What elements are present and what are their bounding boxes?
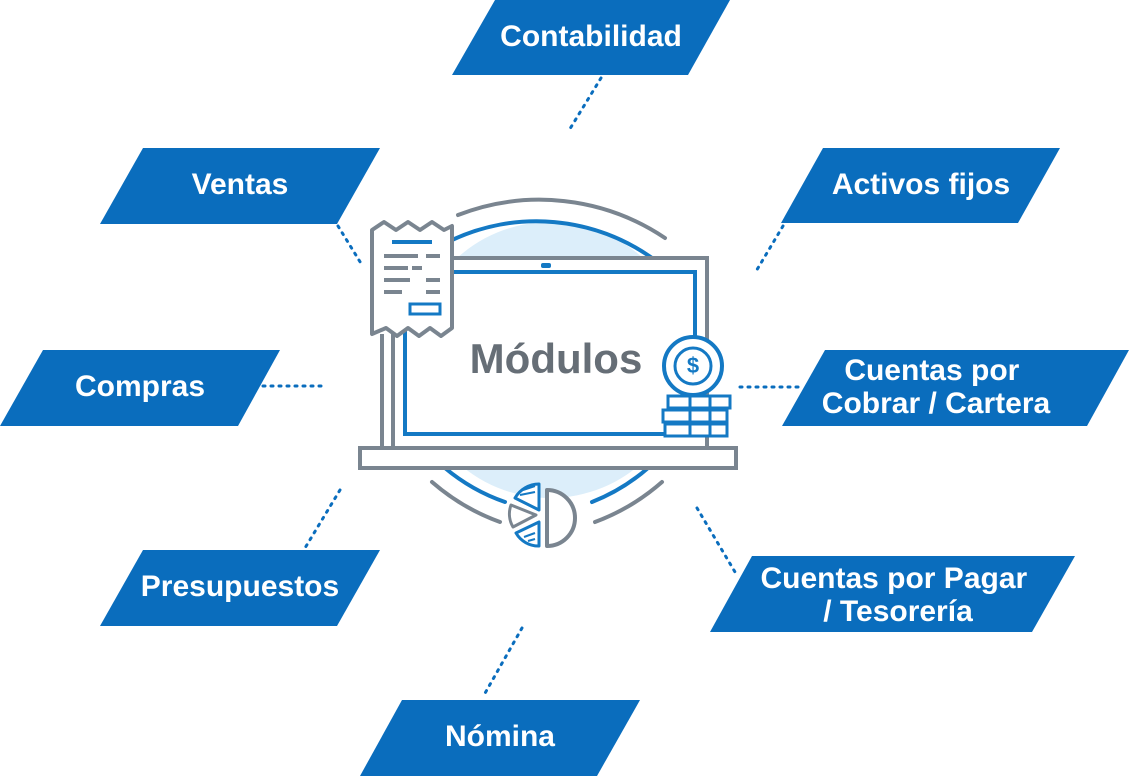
center-title: Módulos	[470, 335, 643, 382]
bottom-gray-arc-left	[430, 480, 502, 524]
connector-presupuestos	[303, 488, 342, 550]
bottom-blue-arc-right	[590, 466, 650, 504]
module-presupuestos-label: Presupuestos	[141, 570, 339, 603]
module-cuentas-por-pagar-label: Cuentas por Pagar / Tesorería	[760, 562, 1035, 628]
pie-chart-icon	[507, 482, 577, 548]
module-cuentas-por-cobrar-label: Cuentas por Cobrar / Cartera	[822, 354, 1051, 420]
laptop-base	[358, 446, 738, 470]
connector-contabilidad	[566, 76, 603, 134]
bottom-blue-arc-left	[443, 466, 507, 504]
module-cuentas-por-pagar[interactable]: Cuentas por Pagar / Tesorería	[710, 556, 1075, 632]
module-presupuestos[interactable]: Presupuestos	[100, 550, 380, 626]
top-blue-arc	[450, 219, 654, 260]
module-ventas[interactable]: Ventas	[100, 148, 380, 224]
laptop-camera	[541, 263, 551, 268]
connector-ventas	[336, 224, 364, 267]
connector-activos	[753, 224, 785, 275]
receipt-icon	[370, 220, 454, 448]
bottom-gray-arc-right	[593, 480, 664, 524]
module-contabilidad-label: Contabilidad	[500, 20, 682, 53]
module-activos-fijos[interactable]: Activos fijos	[781, 148, 1060, 223]
coin-stack-icon: $	[661, 335, 732, 438]
module-compras[interactable]: Compras	[0, 350, 280, 426]
module-activos-fijos-label: Activos fijos	[832, 168, 1010, 201]
module-nomina[interactable]: Nómina	[360, 700, 640, 776]
dollar-sign-icon: $	[687, 353, 699, 378]
central-illustration: Módulos $	[358, 197, 738, 548]
module-compras-label: Compras	[75, 370, 205, 403]
connector-pagar	[695, 506, 737, 574]
module-nomina-label: Nómina	[445, 720, 555, 753]
connectors	[261, 76, 802, 697]
module-contabilidad[interactable]: Contabilidad	[452, 0, 730, 75]
module-ventas-label: Ventas	[192, 168, 289, 201]
top-gray-arc	[456, 197, 667, 240]
connector-nomina	[482, 626, 524, 697]
module-cuentas-por-cobrar[interactable]: Cuentas por Cobrar / Cartera	[782, 350, 1129, 426]
